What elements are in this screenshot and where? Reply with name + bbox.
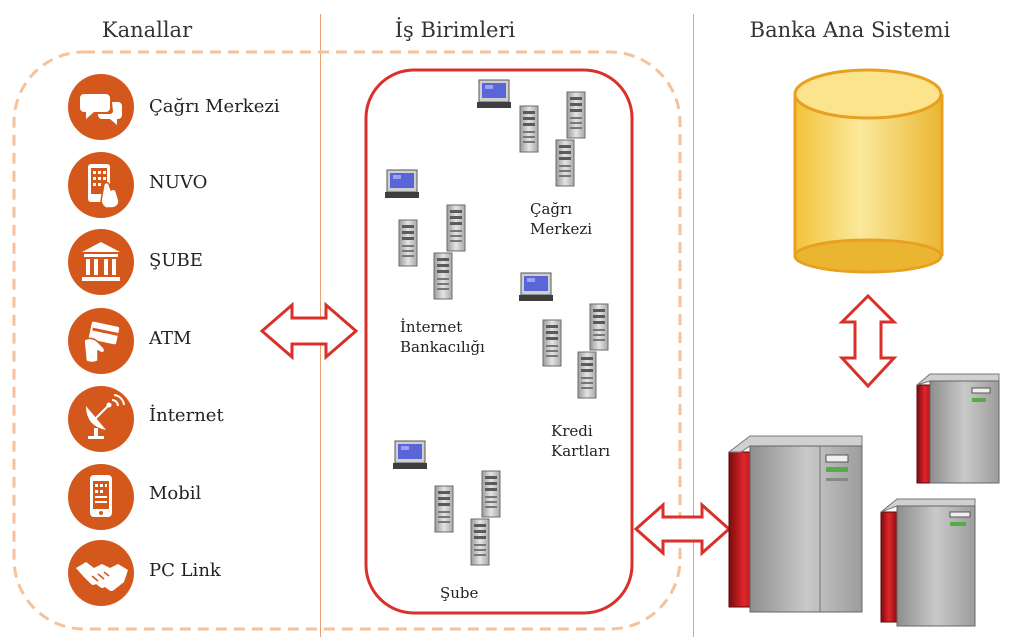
card-hand-icon [68, 308, 134, 374]
business-units-container [364, 68, 634, 615]
unit-call-center-label: Çağrı Merkezi [530, 199, 592, 239]
channels-units-arrow [259, 301, 359, 361]
unit-internet-banking-line2: Bankacılığı [400, 338, 485, 356]
core-system-title: Banka Ana Sistemi [749, 18, 951, 42]
business-units-title: İş Birimleri [394, 18, 516, 42]
mainframe-small-top-icon [916, 373, 1000, 484]
channels-container [12, 50, 682, 631]
bank-building-icon [68, 229, 134, 295]
units-mainframe-arrow [633, 501, 732, 557]
unit-call-center-line2: Merkezi [530, 220, 593, 238]
channels-title: Kanallar [101, 18, 193, 42]
channel-internet-label: İnternet [149, 405, 224, 426]
channel-atm-label: ATM [149, 328, 192, 349]
unit-branch-label: Şube [440, 583, 478, 603]
chat-bubbles-icon [68, 74, 134, 140]
mainframe-small-bottom-icon [880, 498, 976, 627]
unit-internet-banking-label: İnternet Bankacılığı [400, 317, 485, 357]
channel-call-center-label: Çağrı Merkezi [149, 96, 280, 117]
database-icon [793, 68, 944, 274]
channel-nuvo-label: NUVO [149, 172, 208, 193]
touch-phone-icon [68, 152, 134, 218]
channel-mobile-label: Mobil [149, 483, 202, 504]
unit-credit-cards-line1: Kredi [551, 422, 593, 440]
handshake-icon [68, 540, 134, 606]
mobile-phone-icon [68, 464, 134, 530]
channel-branch-label: ŞUBE [149, 250, 203, 271]
satellite-dish-icon [68, 386, 134, 452]
database-mainframe-arrow [838, 293, 898, 389]
column-divider [693, 14, 694, 637]
unit-branch-line1: Şube [440, 584, 479, 602]
unit-credit-cards-line2: Kartları [551, 442, 611, 460]
channel-pc-link-label: PC Link [149, 560, 221, 581]
mainframe-large-icon [727, 435, 863, 613]
unit-internet-banking-line1: İnternet [400, 318, 463, 336]
unit-credit-cards-label: Kredi Kartları [551, 421, 610, 461]
unit-call-center-line1: Çağrı [530, 200, 572, 218]
